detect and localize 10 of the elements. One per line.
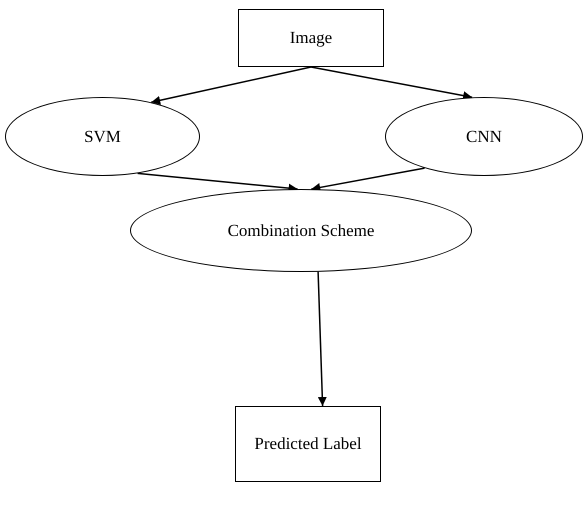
process-box xyxy=(235,406,381,482)
node-label: CNN xyxy=(466,126,502,146)
arrow xyxy=(151,66,312,105)
node-label: Combination Scheme xyxy=(228,220,374,240)
node-label: Predicted Label xyxy=(254,434,362,454)
arrow xyxy=(317,272,327,406)
process-box xyxy=(238,9,384,67)
node-label: Image xyxy=(290,28,332,48)
arrow xyxy=(311,167,425,192)
node-label: SVM xyxy=(84,126,121,146)
